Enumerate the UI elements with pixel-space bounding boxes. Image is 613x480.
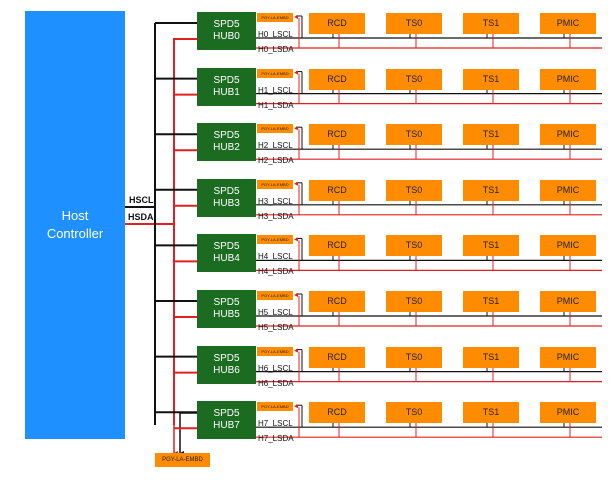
hub-label-line1: SPD5 bbox=[213, 74, 240, 86]
device-rcd: RCD bbox=[309, 291, 365, 312]
hub-label-line2: HUB1 bbox=[213, 86, 240, 98]
hub-label-line2: HUB3 bbox=[213, 197, 240, 209]
local-probe: PGY-LA-EMBD bbox=[257, 402, 293, 412]
device-pmic: PMIC bbox=[540, 179, 596, 201]
local-probe: PGY-LA-EMBD bbox=[257, 124, 293, 134]
hub-label-line2: HUB4 bbox=[213, 253, 240, 265]
hub-label-line1: SPD5 bbox=[213, 241, 240, 253]
local-scl-label: H4_LSCL bbox=[258, 252, 293, 262]
device-pmic: PMIC bbox=[540, 346, 596, 368]
local-sda-label: H6_LSDA bbox=[258, 378, 294, 388]
device-rcd: RCD bbox=[309, 68, 365, 90]
local-probe: PGY-LA-EMBD bbox=[257, 346, 293, 356]
hub-label-line2: HUB5 bbox=[213, 309, 240, 320]
device-ts0: TS0 bbox=[386, 13, 442, 34]
local-sda-label: H5_LSDA bbox=[258, 323, 294, 332]
device-pmic: PMIC bbox=[540, 235, 596, 257]
device-ts0: TS0 bbox=[386, 124, 442, 146]
hub-label-line1: SPD5 bbox=[213, 408, 240, 420]
device-ts0: TS0 bbox=[386, 402, 442, 424]
local-probe: PGY-LA-EMBD bbox=[257, 68, 293, 78]
device-ts1: TS1 bbox=[463, 179, 519, 201]
probe-arrow bbox=[294, 237, 298, 242]
device-ts0: TS0 bbox=[386, 179, 442, 201]
local-sda-label: H3_LSDA bbox=[258, 211, 294, 221]
hub-label-line2: HUB6 bbox=[213, 364, 240, 376]
device-ts1: TS1 bbox=[463, 124, 519, 146]
device-rcd: RCD bbox=[309, 13, 365, 34]
hub-label-line2: HUB7 bbox=[213, 420, 240, 432]
local-scl-label: H7_LSCL bbox=[258, 419, 293, 429]
bus-probe: PGY-LA-EMBD bbox=[155, 453, 210, 467]
device-rcd: RCD bbox=[309, 346, 365, 368]
local-scl-label: H5_LSCL bbox=[258, 308, 293, 317]
local-scl-label: H6_LSCL bbox=[258, 363, 293, 373]
hub-label-line2: HUB2 bbox=[213, 142, 240, 154]
device-pmic: PMIC bbox=[540, 402, 596, 424]
device-ts0: TS0 bbox=[386, 346, 442, 368]
device-ts1: TS1 bbox=[463, 291, 519, 312]
hub-label-line1: SPD5 bbox=[213, 19, 240, 30]
local-sda-label: H4_LSDA bbox=[258, 267, 294, 277]
device-pmic: PMIC bbox=[540, 291, 596, 312]
local-scl-label: H1_LSCL bbox=[258, 85, 293, 95]
device-ts1: TS1 bbox=[463, 68, 519, 90]
device-ts1: TS1 bbox=[463, 346, 519, 368]
device-ts1: TS1 bbox=[463, 13, 519, 34]
probe-arrow bbox=[294, 348, 298, 353]
probe-arrow bbox=[294, 181, 298, 186]
probe-arrow bbox=[294, 126, 298, 131]
hub-label-line2: HUB0 bbox=[213, 31, 240, 42]
device-pmic: PMIC bbox=[540, 68, 596, 90]
host-label-line1: Host bbox=[61, 208, 89, 223]
host-label-line2: Controller bbox=[46, 226, 104, 241]
hscl-label: HSCL bbox=[129, 195, 154, 205]
device-ts0: TS0 bbox=[386, 235, 442, 257]
local-sda-label: H7_LSDA bbox=[258, 434, 294, 444]
device-ts0: TS0 bbox=[386, 68, 442, 90]
host-controller: Host Controller bbox=[25, 11, 125, 439]
probe-arrow bbox=[294, 70, 298, 75]
device-ts0: TS0 bbox=[386, 291, 442, 312]
probe-arrow bbox=[294, 15, 298, 19]
local-probe: PGY-LA-EMBD bbox=[257, 179, 293, 189]
hub-label-line1: SPD5 bbox=[213, 297, 240, 308]
local-sda-label: H0_LSDA bbox=[258, 45, 294, 54]
device-pmic: PMIC bbox=[540, 13, 596, 34]
probe-arrow bbox=[294, 404, 298, 409]
device-rcd: RCD bbox=[309, 179, 365, 201]
device-rcd: RCD bbox=[309, 124, 365, 146]
probe-arrow bbox=[294, 293, 298, 297]
device-rcd: RCD bbox=[309, 235, 365, 257]
local-probe: PGY-LA-EMBD bbox=[257, 291, 293, 300]
hub-label-line1: SPD5 bbox=[213, 352, 240, 364]
local-scl-label: H2_LSCL bbox=[258, 141, 293, 151]
device-ts1: TS1 bbox=[463, 402, 519, 424]
local-scl-label: H0_LSCL bbox=[258, 30, 293, 39]
local-scl-label: H3_LSCL bbox=[258, 196, 293, 206]
hsda-label: HSDA bbox=[128, 212, 154, 222]
hub-label-line1: SPD5 bbox=[213, 185, 240, 197]
device-rcd: RCD bbox=[309, 402, 365, 424]
device-pmic: PMIC bbox=[540, 124, 596, 146]
hub-label-line1: SPD5 bbox=[213, 130, 240, 142]
local-probe: PGY-LA-EMBD bbox=[257, 235, 293, 245]
local-sda-label: H2_LSDA bbox=[258, 156, 294, 166]
local-probe: PGY-LA-EMBD bbox=[257, 13, 293, 22]
local-sda-label: H1_LSDA bbox=[258, 100, 294, 110]
device-ts1: TS1 bbox=[463, 235, 519, 257]
